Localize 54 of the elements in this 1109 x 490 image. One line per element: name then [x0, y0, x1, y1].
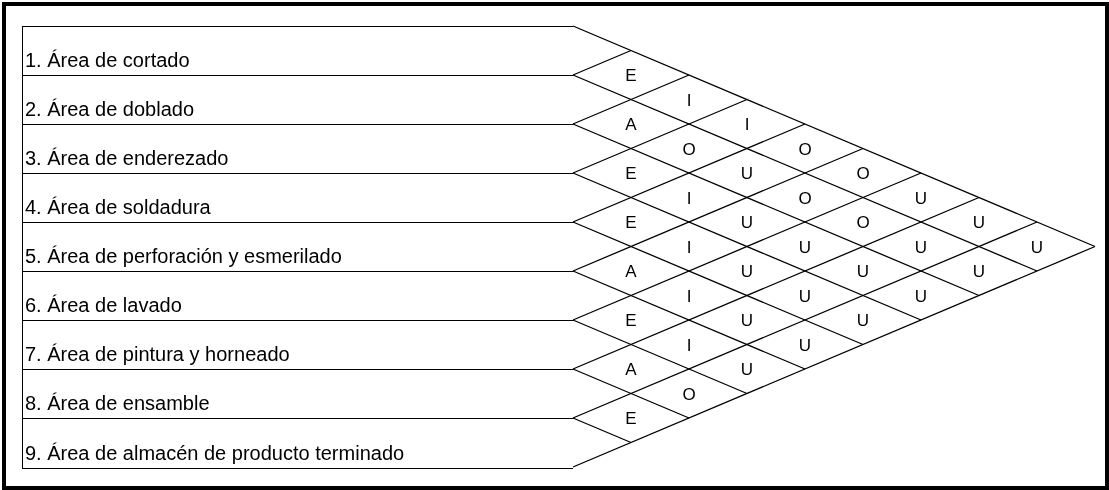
- area-row: [22, 124, 573, 173]
- relationship-code: E: [625, 311, 637, 329]
- relationship-code: A: [625, 115, 637, 133]
- area-row: [22, 271, 573, 320]
- relationship-code: I: [686, 91, 692, 108]
- relationship-code: U: [914, 238, 928, 255]
- relationship-code: O: [856, 164, 870, 182]
- relationship-code: U: [856, 311, 870, 329]
- relationship-code: A: [625, 360, 637, 378]
- relationship-code: I: [686, 287, 692, 304]
- relationship-code: U: [914, 287, 928, 304]
- relationship-code: O: [856, 213, 870, 231]
- area-row: [22, 26, 573, 75]
- relationship-code: E: [625, 164, 637, 182]
- relationship-code: I: [686, 189, 692, 206]
- relationship-code: O: [682, 385, 696, 402]
- relationship-code: U: [798, 287, 812, 304]
- area-name: 9. Área de almacén de producto terminado: [25, 441, 405, 465]
- relationship-code: U: [740, 262, 754, 280]
- relationship-code: U: [798, 336, 812, 353]
- area-row: [22, 320, 573, 369]
- relationship-code: U: [914, 189, 928, 206]
- area-row: [22, 75, 573, 124]
- relationship-code: U: [740, 164, 754, 182]
- relationship-code: E: [625, 66, 637, 84]
- relationship-code: U: [972, 262, 986, 280]
- relationship-code: U: [1030, 238, 1044, 255]
- relationship-code: O: [798, 189, 812, 206]
- relationship-code: U: [740, 360, 754, 378]
- relationship-code: I: [686, 238, 692, 255]
- area-name: 4. Área de soldadura: [25, 196, 211, 219]
- relationship-code: U: [740, 213, 754, 231]
- relationship-code: O: [682, 140, 696, 157]
- relationship-code: A: [625, 262, 637, 280]
- area-name: 7. Área de pintura y horneado: [25, 343, 290, 366]
- area-row: [22, 418, 573, 469]
- relationship-code: E: [625, 409, 637, 427]
- relationship-code: E: [625, 213, 637, 231]
- relationship-code: U: [740, 311, 754, 329]
- relationship-code: I: [744, 115, 750, 133]
- area-name: 8. Área de ensamble: [25, 392, 210, 415]
- area-row: [22, 173, 573, 222]
- relationship-code: O: [798, 140, 812, 157]
- relationship-code: U: [798, 238, 812, 255]
- relationship-code: U: [856, 262, 870, 280]
- relationship-code: I: [686, 336, 692, 353]
- area-name: 6. Área de lavado: [25, 294, 182, 317]
- area-row: [22, 222, 573, 271]
- relationship-code: U: [972, 213, 986, 231]
- area-name: 3. Área de enderezado: [25, 147, 229, 170]
- area-name: 1. Área de cortado: [25, 49, 190, 72]
- area-name: 2. Área de doblado: [25, 98, 195, 121]
- area-row: [22, 369, 573, 418]
- area-name: 5. Área de perforación y esmerilado: [25, 245, 342, 268]
